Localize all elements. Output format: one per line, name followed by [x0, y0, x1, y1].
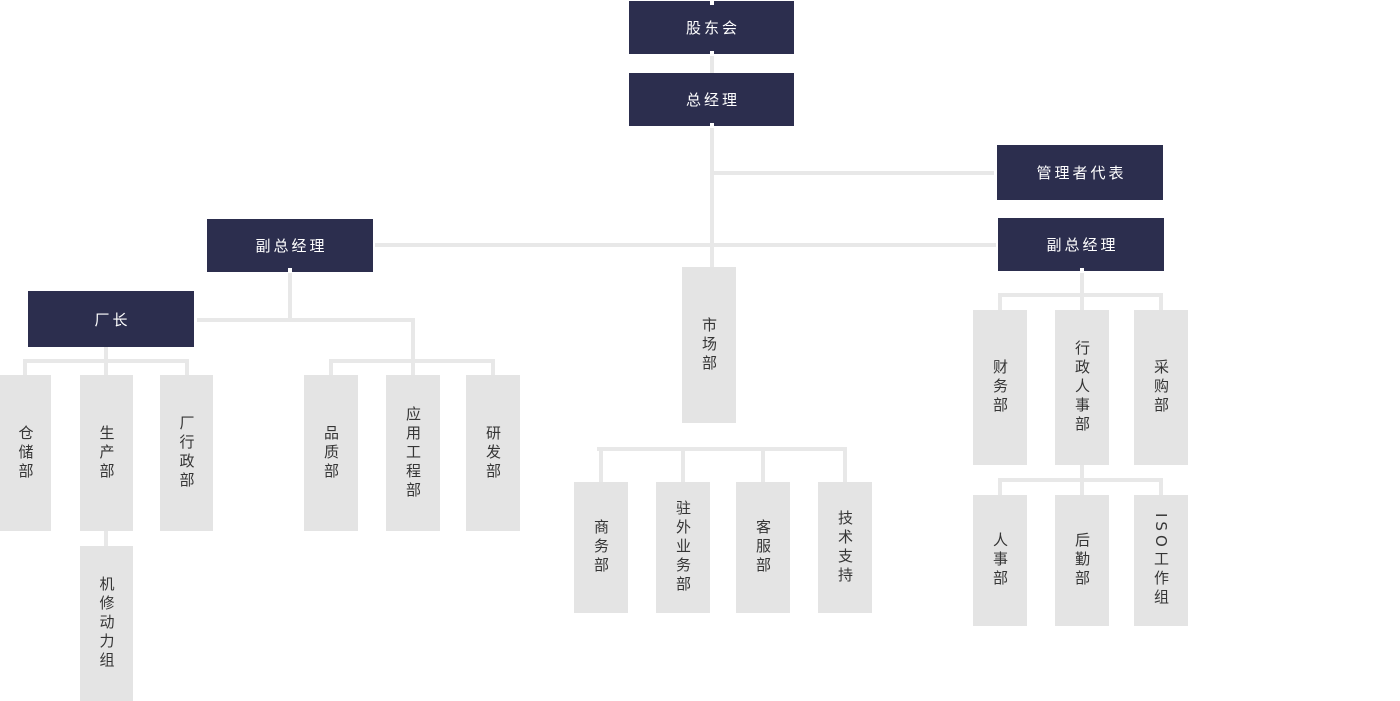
org-node-iso-workgroup: ISO工作组 [1134, 495, 1188, 626]
connector-line [491, 361, 495, 375]
connector-tick [710, 51, 714, 56]
connector-line [329, 361, 333, 375]
connector-line [681, 449, 685, 482]
connector-line [23, 359, 189, 363]
org-node-app-engineering: 应用工程部 [386, 375, 440, 531]
org-node-label: 后勤部 [1073, 532, 1091, 589]
connector-line [761, 449, 765, 482]
org-node-label: 应用工程部 [404, 405, 422, 501]
connector-line [597, 447, 847, 451]
connector-line [998, 478, 1163, 482]
org-node-production: 生产部 [80, 375, 133, 531]
org-node-rnd: 研发部 [466, 375, 520, 531]
connector-tick [1080, 268, 1084, 273]
org-node-label: 财务部 [991, 359, 1009, 416]
org-node-label: 驻外业务部 [674, 500, 692, 595]
org-node-general-manager: 总经理 [629, 73, 794, 126]
org-node-label: 副总经理 [255, 237, 328, 255]
org-node-label: 厂长 [94, 310, 131, 329]
org-node-quality: 品质部 [304, 375, 358, 531]
org-node-factory-admin: 厂行政部 [160, 375, 213, 531]
org-node-label: 人事部 [991, 532, 1009, 589]
org-node-admin-hr: 行政人事部 [1055, 310, 1109, 465]
org-node-logistics: 后勤部 [1055, 495, 1109, 626]
org-node-label: 厂行政部 [177, 415, 196, 491]
org-node-shareholders: 股东会 [629, 1, 794, 54]
org-node-label: 行政人事部 [1073, 340, 1091, 435]
org-node-label: 仓储部 [16, 424, 35, 482]
connector-line [288, 271, 292, 322]
connector-line [599, 449, 603, 482]
org-node-label: 股东会 [685, 19, 740, 37]
connector-tick [710, 0, 714, 5]
org-node-marketing: 市场部 [682, 267, 736, 423]
connector-line [710, 126, 714, 267]
org-node-field-sales: 驻外业务部 [656, 482, 710, 613]
connector-line [1159, 480, 1163, 495]
org-node-label: 管理者代表 [1036, 164, 1127, 182]
connector-line [1159, 295, 1163, 310]
org-node-label: 客服部 [754, 519, 772, 576]
connector-line [104, 531, 108, 546]
connector-line [998, 480, 1002, 495]
connector-line [185, 361, 189, 375]
org-node-management-rep: 管理者代表 [997, 145, 1163, 200]
org-node-label: 研发部 [484, 424, 502, 482]
org-node-factory-director: 厂长 [28, 291, 194, 347]
connector-line [329, 359, 495, 363]
org-node-label: 生产部 [97, 424, 116, 482]
connector-tick [710, 123, 714, 128]
connector-line [998, 293, 1163, 297]
org-node-machine-repair: 机修动力组 [80, 546, 133, 701]
org-node-finance: 财务部 [973, 310, 1027, 465]
org-node-warehouse: 仓储部 [0, 375, 51, 531]
connector-line [1080, 271, 1084, 310]
org-node-label: 采购部 [1152, 359, 1170, 416]
org-node-deputy-gm-right: 副总经理 [998, 218, 1164, 271]
connector-line [197, 318, 413, 322]
org-node-hr: 人事部 [973, 495, 1027, 626]
connector-line [710, 54, 714, 73]
org-node-label: 技术支持 [836, 509, 854, 586]
org-node-deputy-gm-left: 副总经理 [207, 219, 373, 272]
org-node-tech-support: 技术支持 [818, 482, 872, 613]
connector-line [375, 243, 996, 247]
org-node-label: 市场部 [700, 316, 718, 374]
org-node-label: 机修动力组 [97, 576, 116, 671]
connector-line [998, 295, 1002, 310]
connector-line [712, 171, 994, 175]
org-node-customer-service: 客服部 [736, 482, 790, 613]
org-node-label: 副总经理 [1046, 236, 1119, 254]
org-node-commerce: 商务部 [574, 482, 628, 613]
connector-line [23, 361, 27, 375]
connector-line [411, 318, 415, 375]
connector-tick [288, 268, 292, 273]
org-node-label: 品质部 [322, 424, 340, 482]
org-node-label: 商务部 [592, 519, 610, 576]
org-node-label: 总经理 [685, 91, 740, 109]
org-node-label: ISO工作组 [1152, 513, 1170, 608]
connector-line [843, 449, 847, 482]
org-node-purchasing: 采购部 [1134, 310, 1188, 465]
